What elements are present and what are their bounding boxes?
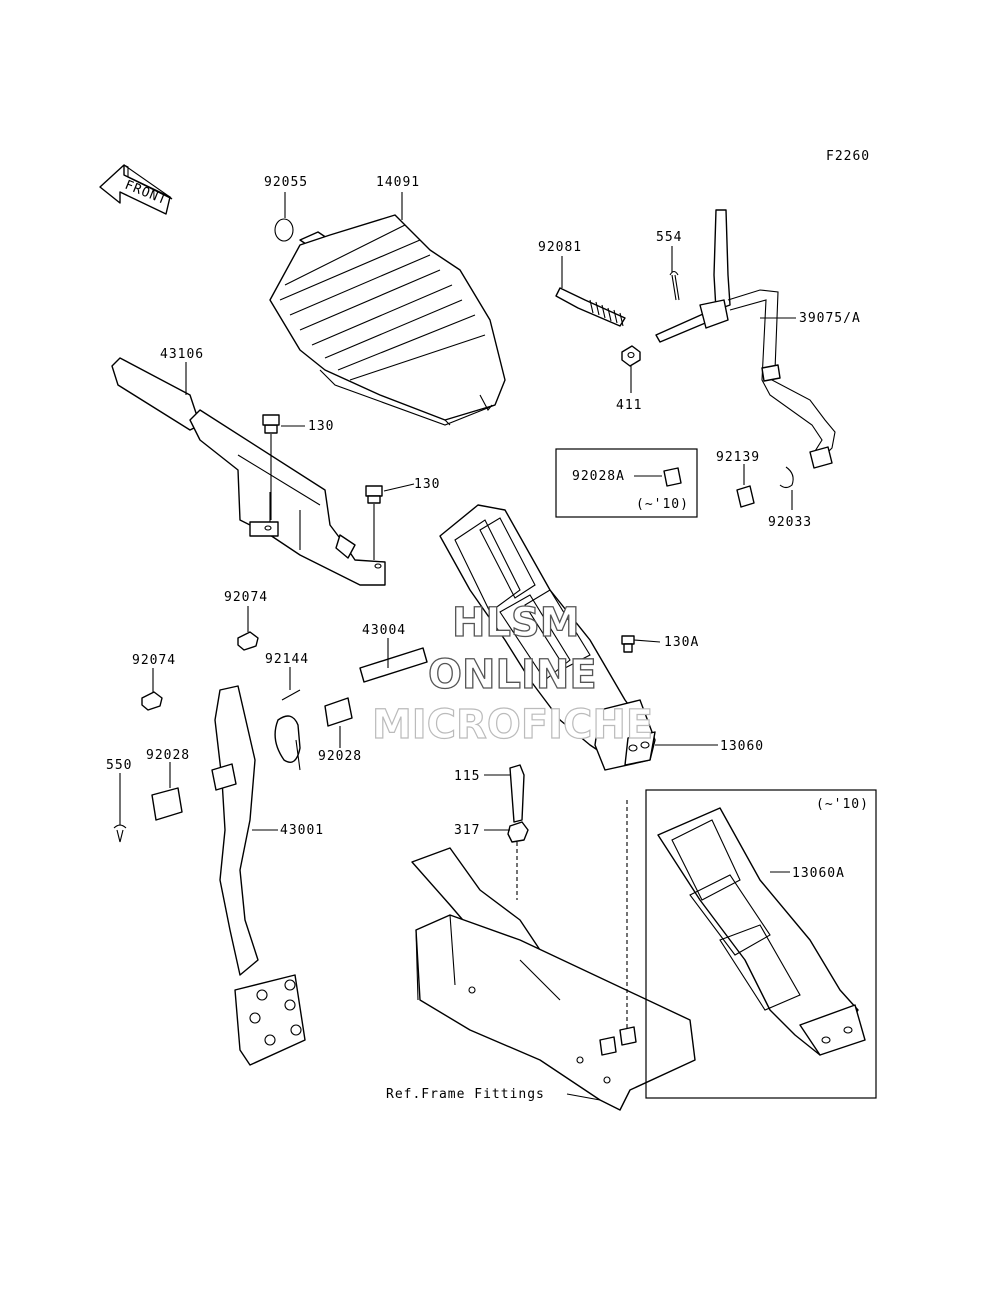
watermark-line-2: ONLINE	[428, 652, 597, 698]
watermark-line-1: HLSM	[452, 600, 580, 646]
watermark-line-3: MICROFICHE	[372, 702, 653, 748]
spring-legs	[281, 689, 301, 771]
callout-92028A-note: (~'10)	[636, 497, 689, 512]
shaft-43004	[359, 647, 428, 683]
callout-130A: 130A	[664, 635, 699, 650]
clip-92033	[779, 466, 794, 489]
callout-550: 550	[106, 758, 132, 773]
callout-92028-a: 92028	[146, 748, 190, 763]
callout-92081: 92081	[538, 240, 582, 255]
callout-92139: 92139	[716, 450, 760, 465]
callout-317: 317	[454, 823, 480, 838]
callout-13060A: 13060A	[792, 866, 845, 881]
callout-130-a: 130	[308, 419, 334, 434]
hand-lever-43106	[111, 357, 386, 586]
callout-92033: 92033	[768, 515, 812, 530]
callout-labels: 92055 14091 92081 554 39075/A 43106 130 …	[106, 175, 869, 1102]
cap-92074-a	[237, 631, 259, 651]
callout-92028-b: 92028	[318, 749, 362, 764]
callout-554: 554	[656, 230, 682, 245]
ref-frame-fittings: Ref.Frame Fittings	[386, 1087, 545, 1102]
callout-92074-a: 92074	[224, 590, 268, 605]
cap-92074-b	[141, 691, 163, 711]
cotter-pin-554	[669, 270, 680, 301]
boot-14091	[269, 214, 506, 426]
callout-39075: 39075/A	[799, 311, 861, 326]
callout-92028A: 92028A	[572, 469, 625, 484]
figure-code: F2260	[826, 149, 870, 164]
callout-411: 411	[616, 398, 642, 413]
rod-92081	[555, 287, 641, 367]
pedal-arm-43001	[211, 685, 306, 1066]
o-ring-92055	[274, 218, 294, 242]
callout-13060: 13060	[720, 739, 764, 754]
variant-box-92028A	[555, 448, 698, 518]
callout-43001: 43001	[280, 823, 324, 838]
leader-lines	[119, 192, 796, 1101]
rod-39075	[655, 209, 836, 469]
pedal-pad-13060	[439, 504, 656, 771]
callout-43106: 43106	[160, 347, 204, 362]
callout-92074-b: 92074	[132, 653, 176, 668]
callout-13060A-note: (~'10)	[816, 797, 869, 812]
callout-14091: 14091	[376, 175, 420, 190]
bush-92028-a	[151, 787, 183, 821]
callout-115: 115	[454, 769, 480, 784]
nut-317	[507, 821, 529, 843]
bush-92139	[736, 485, 755, 508]
variant-box-13060A	[645, 789, 877, 1099]
bush-92028-b	[324, 697, 353, 727]
callout-92144: 92144	[265, 652, 309, 667]
cotter-pin-550	[113, 824, 127, 843]
spring-92144	[274, 715, 301, 763]
watermark: HLSM ONLINE MICROFICHE	[371, 599, 653, 748]
front-arrow-icon: FRONT	[99, 164, 173, 215]
callout-130-b: 130	[414, 477, 440, 492]
bolt-115	[509, 764, 525, 823]
callout-43004: 43004	[362, 623, 406, 638]
frame-bracket	[411, 800, 696, 1111]
callout-92055: 92055	[264, 175, 308, 190]
